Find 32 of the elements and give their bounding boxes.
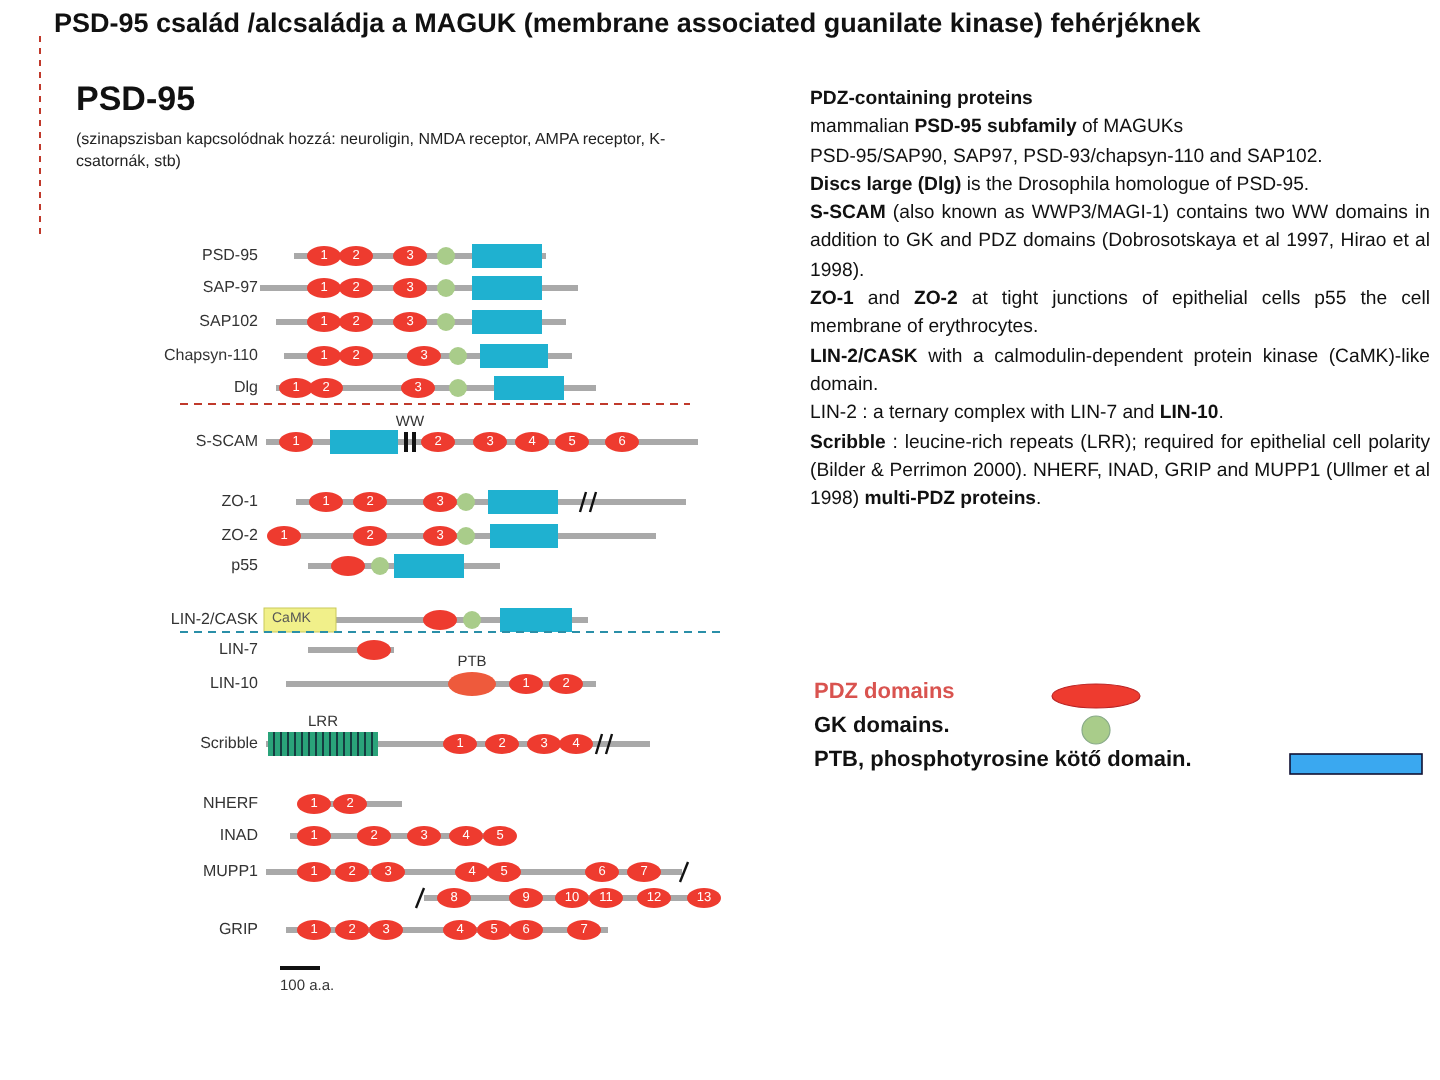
protein-name: LIN-10	[209, 674, 258, 694]
protein-name: GRIP	[218, 920, 258, 940]
heading: PSD-95	[76, 80, 196, 120]
protein-name: PSD-95	[201, 246, 258, 266]
legend-text: GK domains.	[814, 714, 950, 738]
paragraph: Discs large (Dlg) is the Drosophila homologue of PSD-95.	[810, 171, 1312, 200]
protein-name: LIN-2/CASK	[170, 610, 258, 630]
protein-name: NHERF	[202, 794, 258, 814]
protein-name: ZO-1	[221, 492, 258, 512]
protein-name: INAD	[219, 826, 258, 846]
protein-name: MUPP1	[202, 862, 258, 882]
protein-name: Scribble	[200, 734, 258, 754]
paragraph: Scribble : leucine-rich repeats (LRR); required for epithelial cell polarity (Bilder & Perrimon 2000). NHERF, INAD, GRIP and MUPP1 (Ullmer et al 1998) multi-PDZ proteins.	[810, 429, 1430, 515]
note: (szinapszisban kapcsolódnak hozzá: neuroligin, NMDA receptor, AMPA receptor, K-csatornák, stb)	[76, 128, 668, 172]
paragraph: PSD-95/SAP90, SAP97, PSD-93/chapsyn-110 and SAP102.	[810, 143, 1325, 172]
protein-name: SAP102	[199, 312, 258, 332]
paragraph: LIN-2 : a ternary complex with LIN-7 and LIN-10.	[810, 400, 1226, 429]
legend-text: PTB, phosphotyrosine kötő domain.	[814, 748, 1192, 772]
title: PSD-95 család /alcsaládja a MAGUK (membrane associated guanilate kinase) fehérjéknek	[54, 8, 1201, 38]
protein-name: S-SCAM	[195, 432, 258, 452]
protein-name: Dlg	[233, 378, 258, 398]
protein-name: SAP-97	[202, 278, 258, 298]
paragraph: ZO-1 and ZO-2 at tight junctions of epithelial cells p55 the cell membrane of erythrocytes.	[810, 286, 1430, 343]
protein-name: Chapsyn-110	[164, 346, 258, 366]
paragraph: S-SCAM (also known as WWP3/MAGI-1) contains two WW domains in addition to GK and PDZ domains (Dobrosotskaya et al 1997, Hirao et al 1998).	[810, 200, 1430, 286]
protein-name: LIN-7	[218, 640, 258, 660]
paragraph: LIN-2/CASK with a calmodulin-dependent protein kinase (CaMK)-like domain.	[810, 343, 1430, 400]
legend-text: PDZ domains	[814, 680, 955, 704]
protein-name: ZO-2	[221, 526, 258, 546]
paragraph: mammalian PSD-95 subfamily of MAGUKs	[810, 114, 1186, 143]
paragraph: PDZ-containing proteins	[810, 86, 1035, 114]
protein-name: p55	[231, 556, 258, 576]
